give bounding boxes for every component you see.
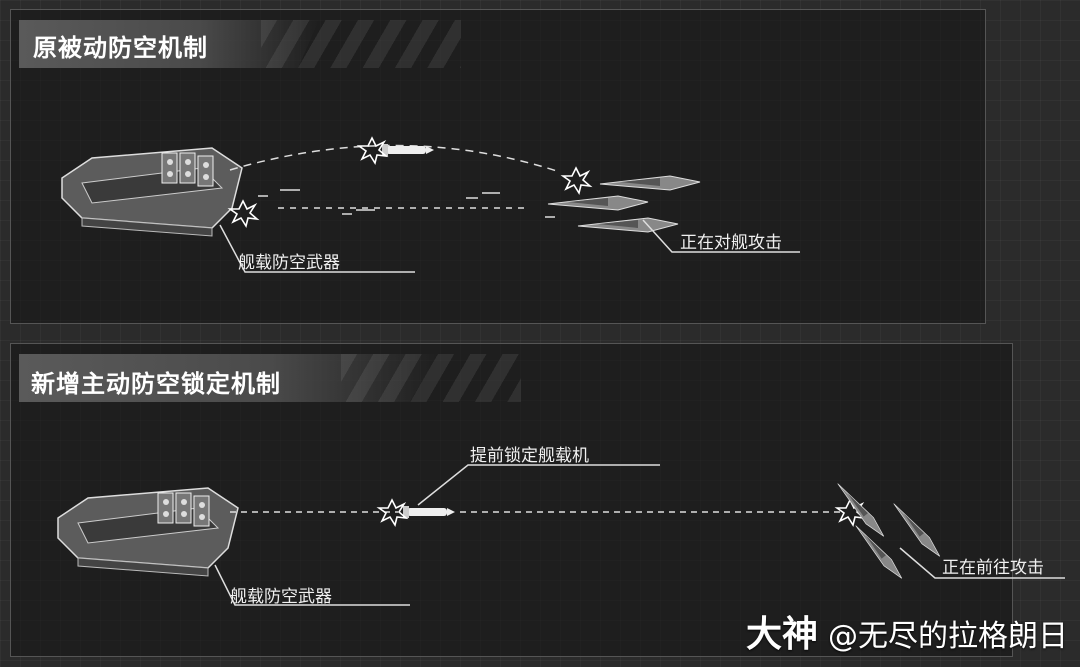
burst-icon xyxy=(378,499,407,526)
leader-line xyxy=(642,219,800,253)
leader-line xyxy=(214,564,410,606)
fighter-icon xyxy=(547,195,649,211)
section-title: 新增主动防空锁定机制 xyxy=(31,370,281,398)
weapon-label: 舰载防空武器 xyxy=(238,253,340,273)
burst-icon xyxy=(358,137,387,164)
target-status-label: 正在对舰攻击 xyxy=(680,233,782,253)
ship-icon xyxy=(57,487,239,577)
missile-icon xyxy=(403,506,455,518)
watermark-brand: 大神 xyxy=(745,614,818,655)
fighter-icon xyxy=(890,499,944,561)
burst-icon xyxy=(229,200,258,227)
trajectory-line xyxy=(229,144,561,173)
fighter-icon xyxy=(577,217,679,233)
fighter-icon xyxy=(599,175,701,191)
section-title-bar xyxy=(19,354,439,402)
title-stripes xyxy=(341,354,521,402)
watermark: 大神 @无尽的拉格朗日 xyxy=(746,605,1068,657)
lock-label: 提前锁定舰载机 xyxy=(470,446,589,466)
weapon-label: 舰载防空武器 xyxy=(230,587,332,607)
title-stripes xyxy=(261,20,461,68)
leader-line xyxy=(219,224,415,273)
burst-icon xyxy=(562,167,591,194)
leader-line xyxy=(417,464,660,506)
section-title: 原被动防空机制 xyxy=(33,34,208,62)
target-status-label: 正在前往攻击 xyxy=(942,558,1044,578)
watermark-handle: @无尽的拉格朗日 xyxy=(828,619,1068,654)
section-title-bar xyxy=(19,20,319,68)
ship-icon xyxy=(61,147,243,237)
leader-line xyxy=(899,547,1065,579)
